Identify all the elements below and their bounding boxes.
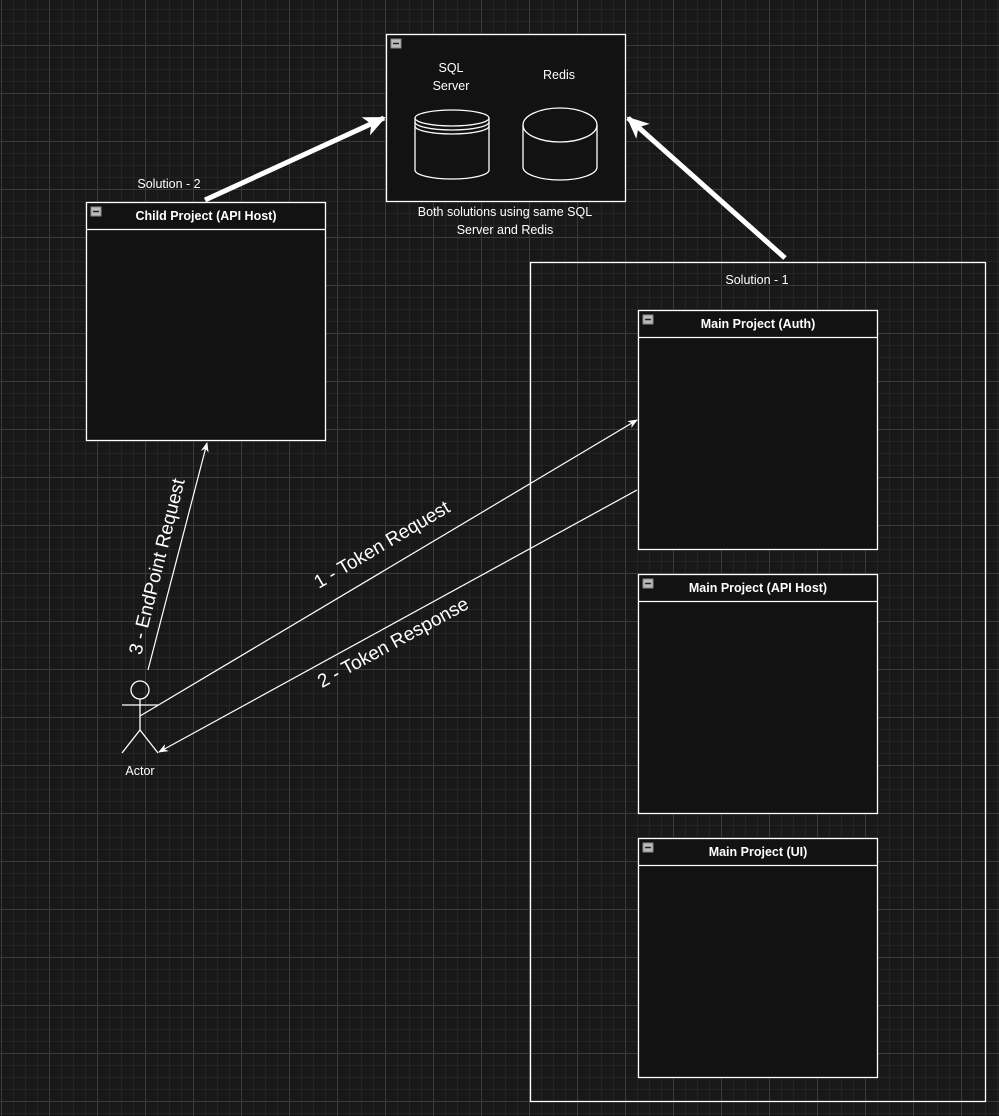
database-group[interactable]: SQL Server Redis Both solutions using sa…	[385, 33, 627, 238]
actor-icon[interactable]	[121, 680, 159, 754]
main-project-auth-box[interactable]: Main Project (Auth)	[637, 309, 879, 551]
database-caption: Both solutions using same SQL	[418, 205, 592, 219]
main-project-ui-title: Main Project (UI)	[709, 845, 808, 859]
redis-database-icon[interactable]	[522, 107, 598, 181]
sql-server-database-icon[interactable]	[414, 109, 490, 180]
sql-label-2: Server	[433, 79, 470, 93]
token-request-label: 1 - Token Request	[311, 497, 455, 594]
main-project-auth-title: Main Project (Auth)	[701, 317, 816, 331]
main-project-ui-box[interactable]: Main Project (UI)	[637, 837, 879, 1079]
redis-label: Redis	[543, 68, 575, 82]
solution-1-label: Solution - 1	[725, 273, 788, 287]
solution-2-db-arrow[interactable]	[203, 115, 386, 203]
main-project-api-host-box[interactable]: Main Project (API Host)	[637, 573, 879, 815]
endpoint-request-label: 3 - EndPoint Request	[126, 476, 190, 657]
solution-2-label: Solution - 2	[137, 177, 200, 191]
collapse-icon[interactable]	[390, 38, 402, 49]
actor-label: Actor	[125, 764, 154, 778]
solution-1-db-arrow[interactable]	[626, 116, 787, 260]
child-project-title: Child Project (API Host)	[136, 209, 277, 223]
token-response-label: 2 - Token Response	[314, 594, 472, 693]
token-response-arrow[interactable]	[158, 489, 638, 753]
endpoint-request-arrow[interactable]	[147, 442, 209, 671]
database-caption-2: Server and Redis	[457, 223, 554, 237]
solution-1-container[interactable]: Solution - 1	[529, 261, 987, 1103]
main-project-api-host-title: Main Project (API Host)	[689, 581, 827, 595]
child-project-box[interactable]: Child Project (API Host)	[85, 201, 327, 442]
sql-label: SQL	[438, 61, 463, 75]
token-request-arrow[interactable]	[139, 419, 638, 717]
